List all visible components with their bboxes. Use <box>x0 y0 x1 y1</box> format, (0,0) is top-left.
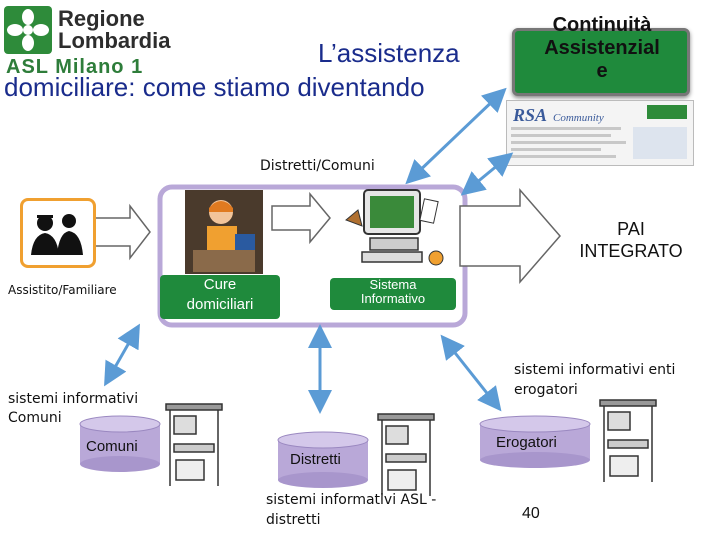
distretti-label: Distretti <box>290 451 341 468</box>
erogatori-database-icon <box>479 415 591 468</box>
page-title-line2: domiciliare: come stiamo diventando <box>4 72 425 102</box>
asl-label: ASL Milano 1 <box>6 56 144 78</box>
comuni-label: Comuni <box>86 438 138 455</box>
cure-domiciliari-box: Cure domiciliari <box>160 275 280 319</box>
block-arrow-pai <box>459 187 561 285</box>
page-number: 40 <box>522 505 540 522</box>
rsa-community-thumbnail: RSA Community <box>506 100 694 166</box>
logo-text: Regione Lombardia <box>58 6 171 53</box>
nurse-icon <box>185 190 263 274</box>
continuity-box <box>512 28 690 96</box>
pai-integrato-label: PAI INTEGRATO <box>579 219 683 261</box>
si-asl-label: sistemi informativi ASL - distretti <box>266 492 437 528</box>
si-enti-label: sistemi informativi enti erogatori <box>514 362 676 398</box>
svg-text:RSA: RSA <box>512 105 547 125</box>
distretti-database-icon <box>277 431 369 488</box>
sistema-informativo-box: Sistema Informativo <box>330 278 456 310</box>
continuity-label: Continuità Assistenzial e <box>544 14 660 82</box>
block-arrow-1 <box>91 203 151 261</box>
comuni-database-icon <box>79 415 161 472</box>
svg-text:Community: Community <box>553 112 604 124</box>
workstation-icons <box>165 399 657 496</box>
assistito-icon <box>20 198 96 268</box>
distretti-comuni-label: Distretti/Comuni <box>260 158 375 174</box>
block-arrow-2 <box>271 191 331 245</box>
computer-icon <box>340 186 445 272</box>
assistito-label: Assistito/Familiare <box>8 283 117 297</box>
page-title-line1: L’assistenza <box>318 38 460 68</box>
regione-lombardia-logo-icon <box>4 6 52 54</box>
erogatori-label: Erogatori <box>496 434 557 451</box>
si-comuni-label: sistemi informativi Comuni <box>8 391 139 426</box>
